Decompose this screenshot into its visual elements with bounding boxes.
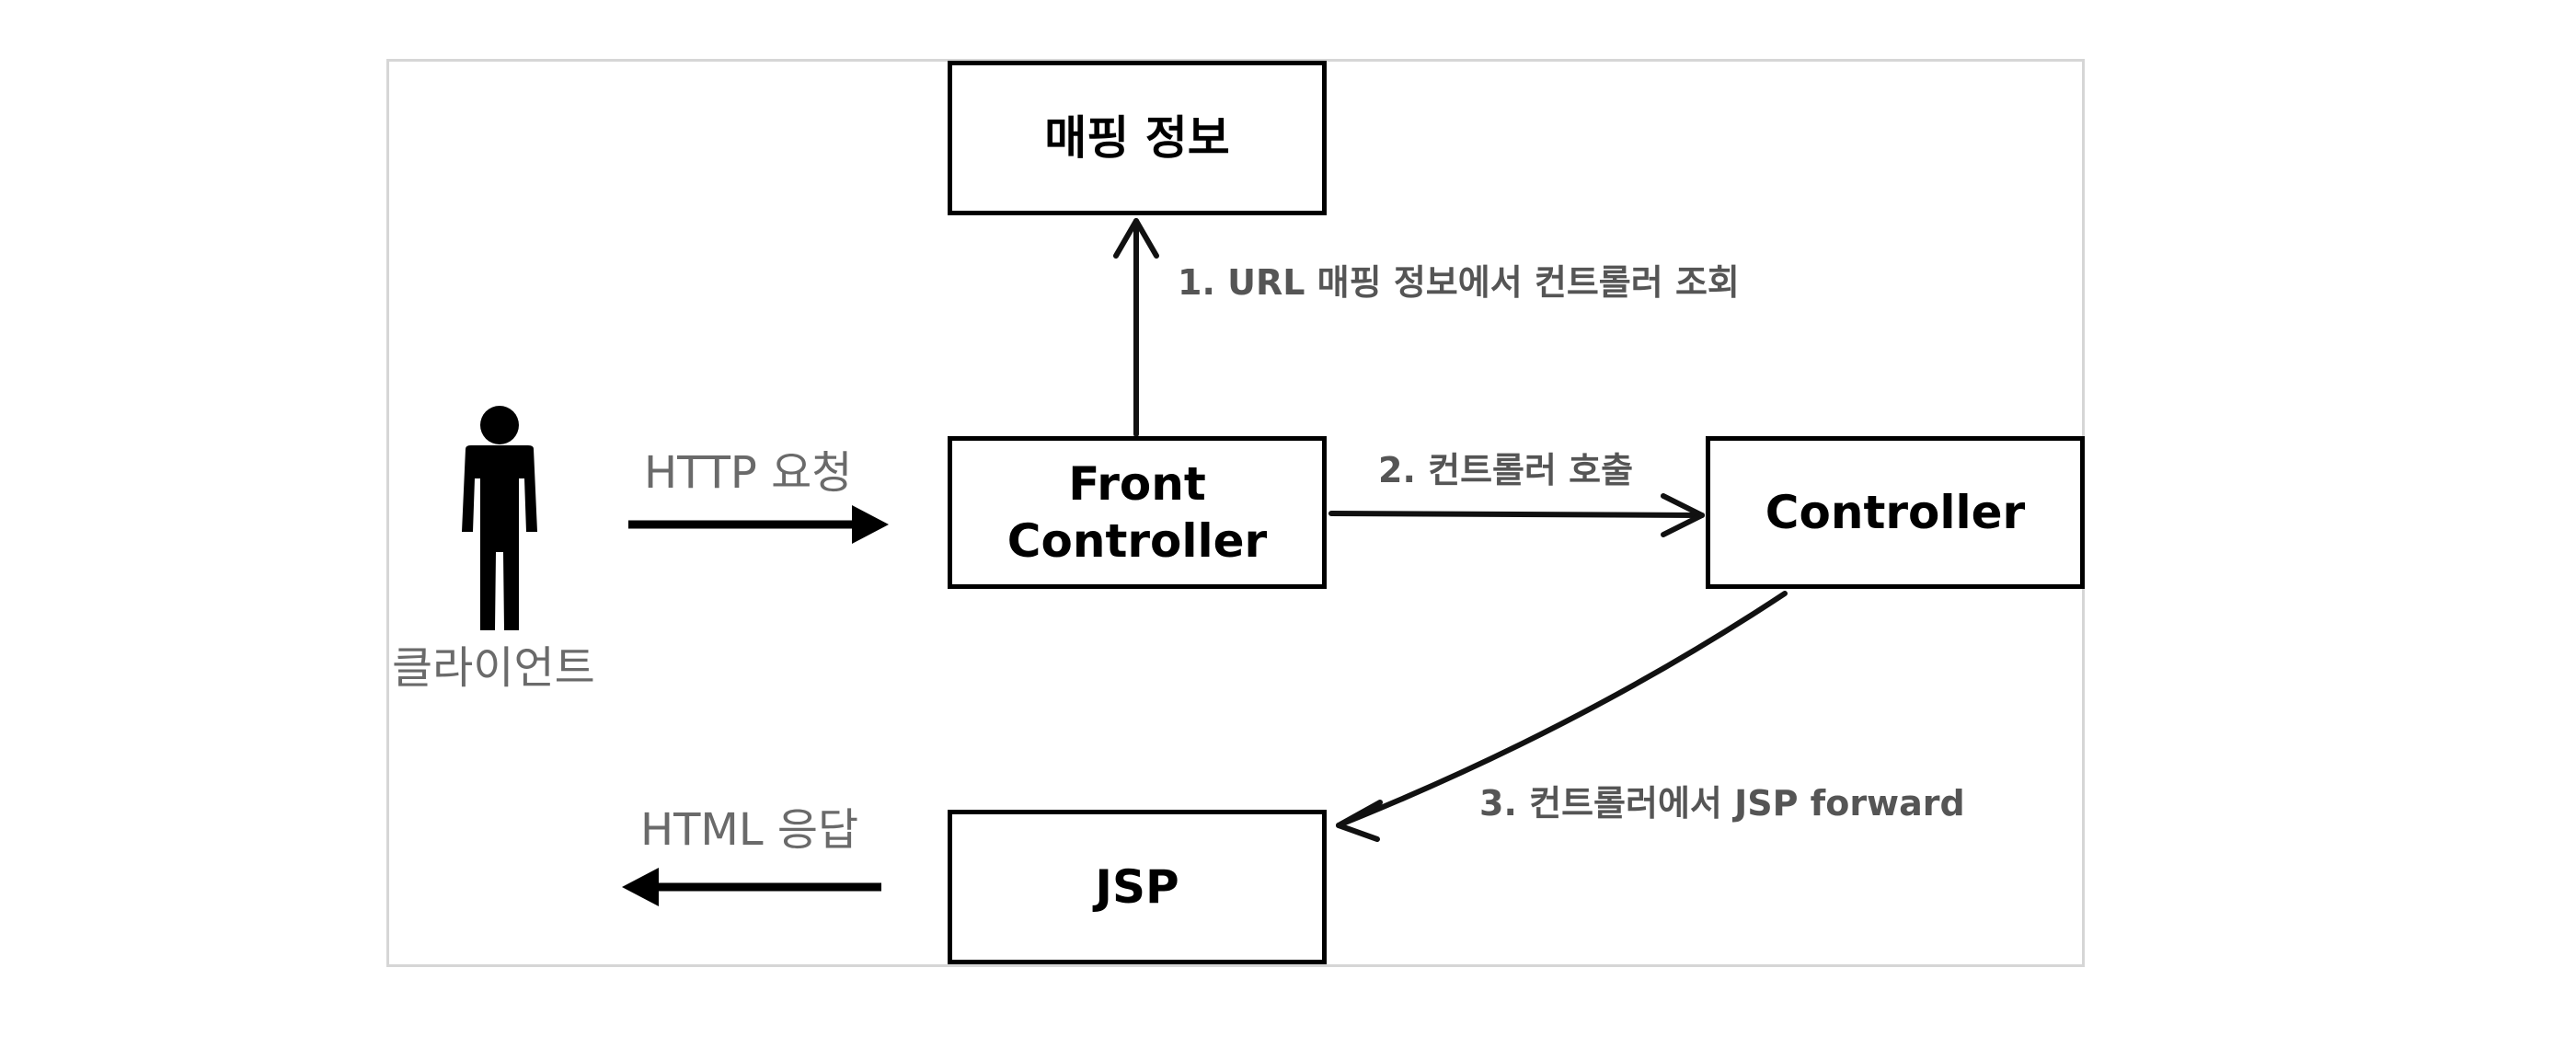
http-request-label: HTTP 요청 <box>644 447 853 499</box>
step2-arrow <box>1328 493 1705 537</box>
front-controller-label-line2: Controller <box>1006 514 1268 568</box>
step2-label: 2. 컨트롤러 호출 <box>1378 450 1634 490</box>
jsp-box: JSP <box>948 810 1327 964</box>
step1-label: 1. URL 매핑 정보에서 컨트롤러 조회 <box>1178 262 1740 303</box>
response-arrow <box>622 868 881 906</box>
controller-box: Controller <box>1706 436 2085 589</box>
person-icon <box>462 406 537 630</box>
step1-arrow <box>1113 218 1159 437</box>
mapping-info-label: 매핑 정보 <box>1044 110 1230 165</box>
step3-arrow <box>1336 591 1788 842</box>
request-arrow <box>628 505 889 544</box>
jsp-label: JSP <box>1095 859 1179 914</box>
front-controller-label-line1: Front <box>1068 456 1206 511</box>
client-label: 클라이언트 <box>392 642 595 694</box>
controller-label: Controller <box>1765 485 2026 539</box>
mapping-info-box: 매핑 정보 <box>948 61 1327 215</box>
html-response-label: HTML 응답 <box>640 804 859 856</box>
step3-label: 3. 컨트롤러에서 JSP forward <box>1479 783 1965 824</box>
front-controller-box: Front Controller <box>948 436 1327 589</box>
